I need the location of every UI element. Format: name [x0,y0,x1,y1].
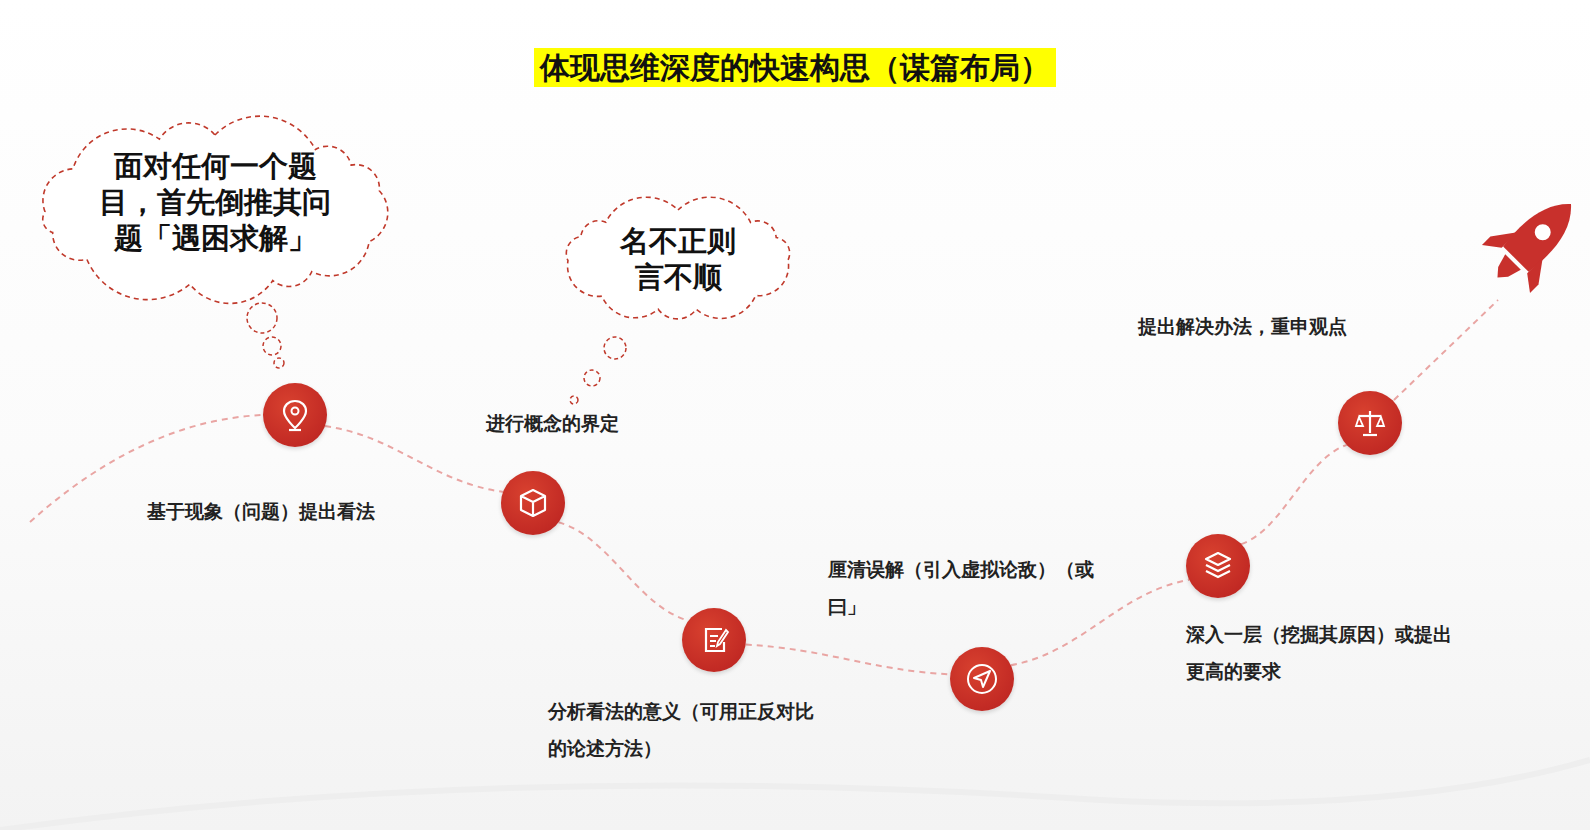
step-circle: 厘清误解（引入虚拟论敌）（或曰」 [950,647,1014,711]
step-label: 分析看法的意义（可用正反对比的论述方法） [548,693,830,767]
step-icon [263,383,327,447]
cloud-shape [43,116,388,303]
step-icon [1186,534,1250,598]
step-circle: 提出解决办法，重申观点 [1338,391,1402,455]
step-label: 进行概念的界定 [486,405,686,442]
dashed-connector [559,522,689,620]
cloud-text: 名不正则言不顺 [613,223,743,295]
thought-cloud: 名不正则言不顺 [548,190,808,330]
step-icon [501,471,565,535]
step-circle: 深入一层（挖掘其原因）或提出更高的要求 [1186,534,1250,598]
thought-cloud: 面对任何一个题目，首先倒推其问题「遇困求解」 [25,115,405,305]
diagram-title: 体现思维深度的快速构思（谋篇布局） [534,48,1056,87]
cloud-text: 面对任何一个题目，首先倒推其问题「遇困求解」 [95,148,335,256]
step-circle: 分析看法的意义（可用正反对比的论述方法） [682,608,746,672]
step-icon [950,647,1014,711]
step-label: 提出解决办法，重申观点 [1138,308,1398,345]
dashed-connector [746,645,951,675]
step-label: 深入一层（挖掘其原因）或提出更高的要求 [1186,616,1468,690]
step-circle: 进行概念的界定 [501,471,565,535]
rocket-icon [1473,180,1590,302]
step-icon [682,608,746,672]
step-label: 厘清误解（引入虚拟论敌）（或曰」 [828,551,1110,625]
background-arc [0,760,1590,830]
dashed-connector [1241,445,1346,544]
thought-bubble-tail [570,337,626,404]
dashed-connector [1011,580,1189,665]
rocket-trail [1394,300,1498,400]
dashed-connector [325,426,503,492]
thought-bubble-tail [247,303,284,368]
cloud-shape [566,197,789,319]
step-icon [1338,391,1402,455]
step-label: 基于现象（问题）提出看法 [147,493,447,530]
title-wrap: 体现思维深度的快速构思（谋篇布局） [0,48,1590,88]
step-circle: 基于现象（问题）提出看法 [263,383,327,447]
